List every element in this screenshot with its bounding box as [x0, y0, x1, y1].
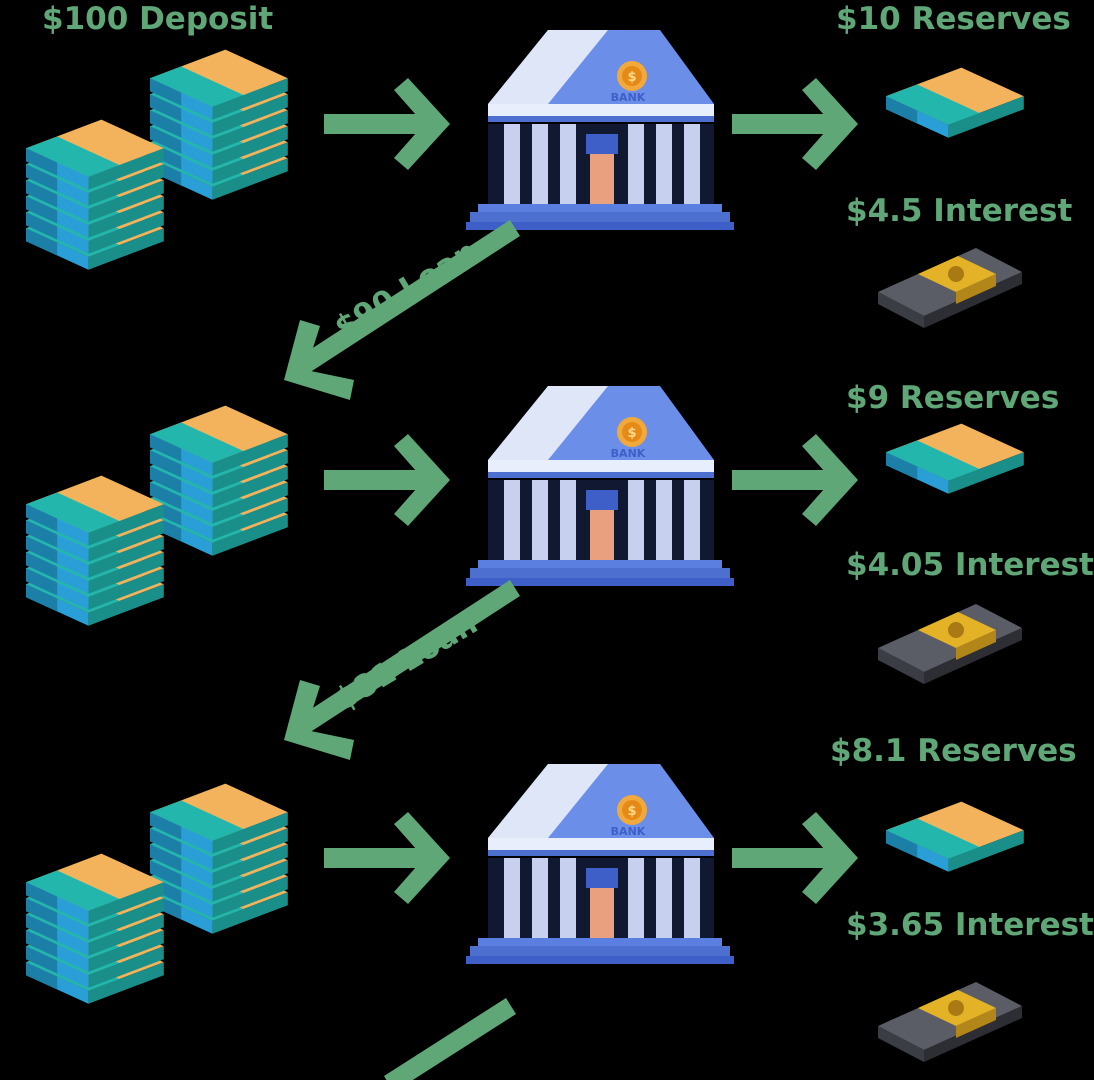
arrow-icon-reserves-2 — [732, 434, 858, 526]
arrow-icon-deposit-1 — [324, 78, 450, 170]
interest-label-1: $4.5 Interest — [846, 193, 1073, 229]
interest-label-2: $4.05 Interest — [846, 547, 1094, 583]
bank-icon-3 — [466, 764, 734, 964]
cash-stack-icon-back-2 — [150, 405, 288, 556]
cash-bundle-icon-3 — [886, 801, 1024, 872]
reserves-label-3: $8.1 Reserves — [830, 733, 1077, 769]
cash-stack-icon-back-3 — [150, 783, 288, 934]
cash-stack-icon-front-3 — [26, 853, 164, 1004]
interest-label-3: $3.65 Interest — [846, 907, 1094, 943]
bank-sign-3: BANK — [611, 825, 646, 838]
cash-bundle-icon-2 — [886, 423, 1024, 494]
gold-bundle-icon-3 — [878, 982, 1022, 1062]
arrow-icon-deposit-3 — [324, 812, 450, 904]
arrow-icon-reserves-3 — [732, 812, 858, 904]
gold-bundle-icon-2 — [878, 604, 1022, 684]
cash-stack-icon-front-2 — [26, 475, 164, 626]
bank-icon-2 — [466, 386, 734, 586]
reserves-label-1: $10 Reserves — [836, 1, 1071, 37]
gold-bundle-icon-1 — [878, 248, 1022, 328]
cash-stack-icon-front-1 — [26, 119, 164, 270]
deposit-label: $100 Deposit — [42, 1, 274, 37]
bank-sign-1: BANK — [611, 91, 646, 104]
cash-bundle-icon-1 — [886, 67, 1024, 138]
reserves-label-2: $9 Reserves — [846, 380, 1060, 416]
bank-sign-2: BANK — [611, 447, 646, 460]
arrow-icon-reserves-1 — [732, 78, 858, 170]
cash-stack-icon-back-1 — [150, 49, 288, 200]
loan-arrow-icon-3 — [384, 998, 516, 1080]
bank-icon-1 — [466, 30, 734, 230]
arrow-icon-deposit-2 — [324, 434, 450, 526]
